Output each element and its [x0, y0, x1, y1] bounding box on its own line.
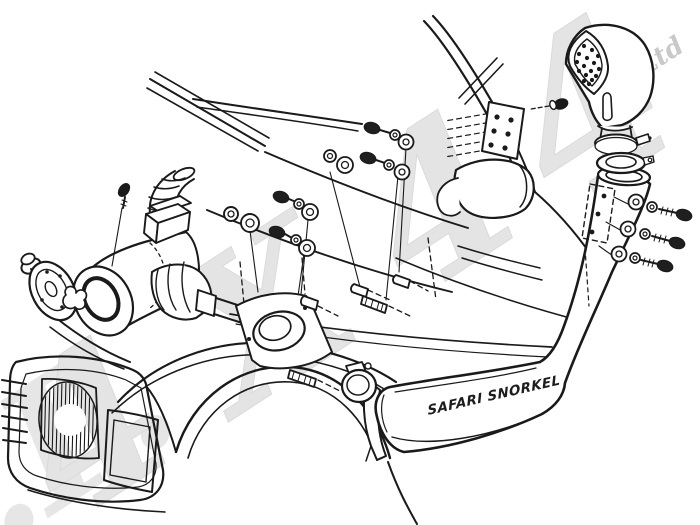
long-stud: [287, 369, 317, 388]
panel-hole: [252, 310, 306, 352]
bolt-set: [363, 121, 415, 151]
headlight: [38, 377, 100, 460]
pillar-bracket-group: [444, 98, 569, 160]
lid-knob: [62, 285, 88, 311]
air-cleaner-inlet-ring: [81, 276, 121, 322]
mounting-studs: [287, 274, 411, 388]
cowl-shoulder-lines: [206, 151, 586, 358]
snorkel-tube-bracket-outline: [581, 183, 616, 307]
bracket-screw: [530, 98, 569, 111]
ram-clamp-ring: [594, 133, 652, 156]
pillar-bracket-plate: [481, 101, 525, 160]
air-ram-assembly: [564, 23, 655, 175]
air-cleaner-assembly: [20, 166, 307, 337]
air-ram-latch: [602, 92, 613, 122]
roof-rail-lines: [146, 71, 363, 152]
elbow-adapter: [150, 261, 217, 321]
bolt-set: [272, 190, 319, 221]
bolt-set: [268, 225, 316, 257]
wing-panel-template: [235, 292, 333, 370]
lid-screw: [117, 183, 131, 209]
bracket-holes: [488, 114, 514, 151]
front-grille-fascia: [1, 355, 166, 513]
long-stud: [360, 295, 388, 314]
indicator-lamp: [103, 409, 159, 493]
washer-nut-bolt-set: [627, 193, 693, 222]
hardware-middle: [223, 190, 319, 257]
air-cleaner-lid: [20, 252, 88, 322]
hardware-right: [598, 193, 693, 273]
hardware-top-middle: [323, 121, 415, 181]
grille-slats: [1, 379, 28, 444]
dashed-leader-lines: [239, 237, 437, 393]
hose-clamp: [340, 361, 378, 404]
mirror-arm: [436, 177, 461, 217]
resonator-box: [143, 195, 192, 244]
gasket-washer: [595, 151, 655, 175]
bolt-set: [359, 151, 411, 181]
washer-nut-bolt-set: [610, 245, 674, 273]
bumper-line: [27, 489, 166, 513]
air-ram-mesh-dots: [574, 43, 602, 87]
nut-washer-pair: [323, 149, 354, 174]
door-mirror: [436, 158, 535, 220]
washer-nut-bolt-set: [619, 220, 686, 250]
nut-washer-pair: [223, 206, 260, 233]
